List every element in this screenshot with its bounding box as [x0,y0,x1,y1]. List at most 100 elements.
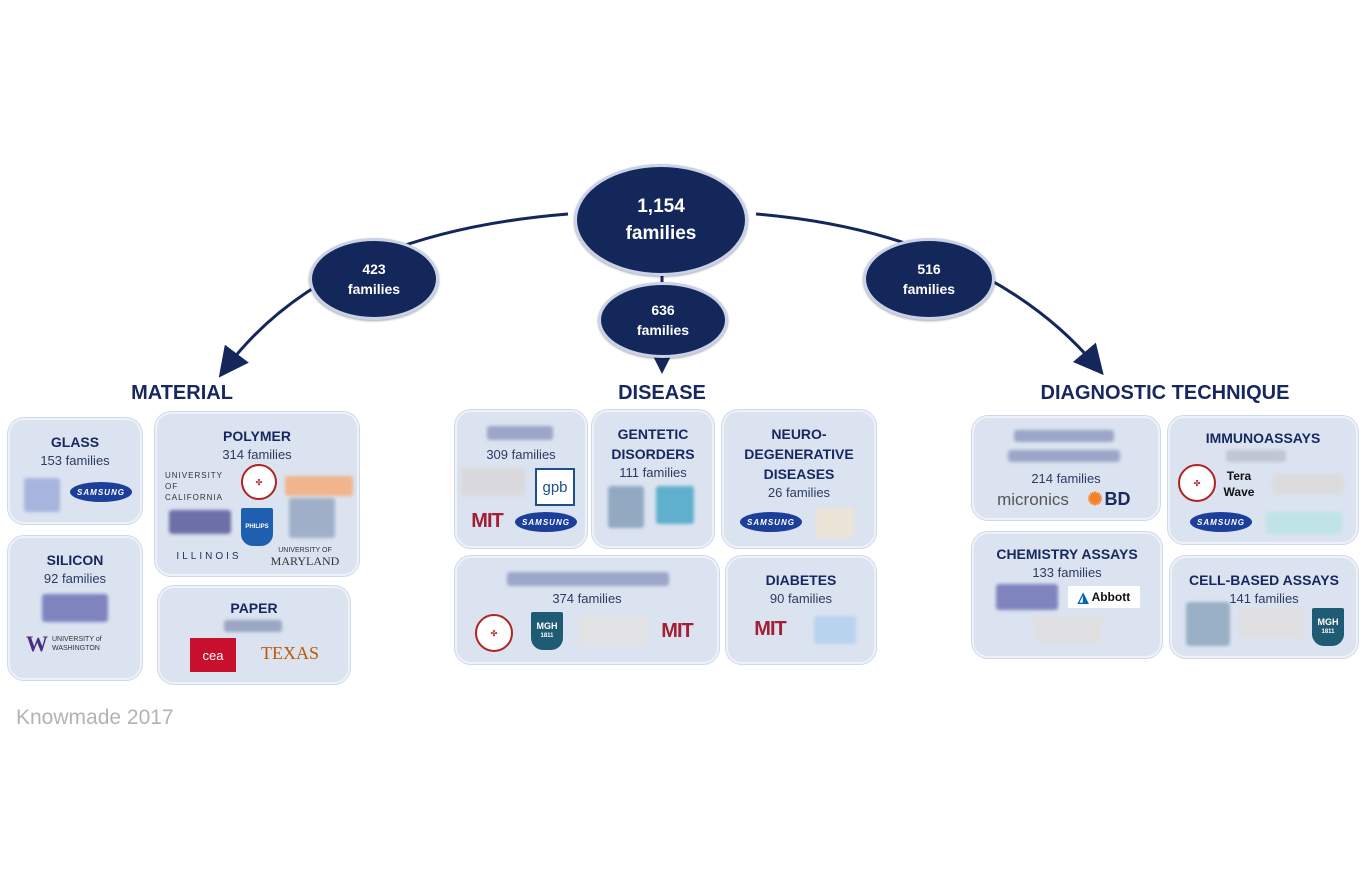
bd-logo: ✺ BD [1080,488,1138,510]
terawave-logo: Tera Wave [1218,468,1260,500]
chemistry-card: CHEMISTRY ASSAYS 133 families ◮ Abbott [972,532,1162,658]
polymer-count: 314 families [222,447,292,462]
cell-title: CELL-BASED ASSAYS [1189,572,1339,588]
samsung-logo: SAMSUNG [1190,512,1252,532]
diagnostic-unnamed-top-card: 214 families micronics ✺ BD [972,416,1160,520]
mgh-line2: 1811 [1321,629,1335,635]
polymer-card: POLYMER 314 families UNIVERSITY OF CALIF… [155,412,359,576]
blurred-logo [1266,512,1342,534]
mit-logo: MIT [471,509,503,532]
abbott-mark-icon: ◮ [1077,588,1089,605]
glass-title: GLASS [50,434,100,450]
disease-node: 636 families [598,282,728,358]
abbott-logo: ◮ Abbott [1068,586,1140,608]
uc-line1: UNIVERSITY [165,470,224,480]
blurred-title [1008,450,1120,462]
silicon-card: SILICON 92 families W UNIVERSITY of WASH… [8,536,142,680]
neuro-title-2: DEGENERATIVE [744,446,854,462]
bd-text: BD [1104,488,1131,509]
blurred-logo [461,468,525,496]
blurred-logo [1186,602,1230,646]
blurred-logo [1272,474,1344,494]
immuno-card: IMMUNOASSAYS ✣ Tera Wave SAMSUNG [1168,416,1358,544]
disease-unnamed-bottom-card: 374 families ✣ MGH 1811 MIT [455,556,719,664]
neuro-title-3: DISEASES [763,466,835,482]
glass-card: GLASS 153 families SAMSUNG [8,418,142,524]
uw-mark: W [26,631,48,656]
abbott-text: Abbott [1091,590,1131,604]
root-node: 1,154 families [574,164,748,276]
glass-count: 153 families [40,453,110,468]
blurred-text [224,620,282,632]
genetic-title-1: GENTETIC [617,426,689,442]
diabetes-count: 90 families [769,591,833,606]
blurred-logo [169,510,231,534]
blurred-logo [656,486,694,524]
university-seal-logo: ✣ [475,614,513,652]
diagnostic-node: 516 families [863,238,995,320]
blurred-logo [996,584,1058,610]
maryland-line1: UNIVERSITY OF [278,547,332,554]
blurred-title [1014,430,1114,442]
blurred-logo [289,498,335,538]
maryland-line2: MARYLAND [270,554,340,568]
blurred-title [487,426,553,440]
disease-unit: families [636,322,690,338]
university-seal-logo: ✣ [241,464,277,500]
terawave-line2: Wave [1223,485,1255,499]
root-count: 1,154 [637,196,685,217]
cell-count: 141 families [1229,591,1299,606]
blurred-logo [816,508,854,538]
mit-logo: MIT [661,619,693,642]
mgh-logo: MGH 1811 [531,612,563,650]
silicon-count: 92 families [43,571,107,586]
genetic-title-2: DISORDERS [611,446,695,462]
paper-title: PAPER [230,600,278,616]
uw-logo: W UNIVERSITY of WASHINGTON [26,631,130,656]
blurred-logo [24,478,60,512]
blurred-logo [608,486,644,528]
mgh-logo: MGH 1811 [1312,608,1344,646]
disease-top-count: 309 families [486,447,556,462]
chemistry-count: 133 families [1032,565,1102,580]
gpb-logo: gpb [535,468,575,506]
neuro-title-1: NEURO- [771,426,827,442]
disease-count: 636 [651,302,675,318]
genetic-count: 111 families [619,465,687,480]
maryland-logo: UNIVERSITY OF MARYLAND [257,544,353,568]
samsung-logo: SAMSUNG [70,482,132,502]
university-seal-logo: ✣ [1178,464,1216,502]
mgh-line1: MGH [536,621,558,631]
cell-card: CELL-BASED ASSAYS 141 families MGH 1811 [1170,556,1358,658]
bd-mark-icon: ✺ [1087,488,1103,509]
diagnostic-top-count: 214 families [1031,471,1101,486]
terawave-line1: Tera [1226,469,1252,483]
illinois-logo: ILLINOIS [176,550,242,562]
neuro-card: NEURO- DEGENERATIVE DISEASES 26 families… [722,410,876,548]
diagnostic-unit: families [902,281,956,297]
cea-logo: cea [190,638,236,672]
disease-unnamed-top-card: 309 families gpb MIT SAMSUNG [455,410,587,548]
material-heading: MATERIAL [131,382,233,404]
uw-line1: UNIVERSITY of [52,636,102,643]
philips-logo: PHILIPS [241,508,273,546]
uc-line3: CALIFORNIA [165,492,224,502]
blurred-logo [285,476,353,496]
blurred-logo [814,616,856,644]
disease-heading: DISEASE [618,382,706,404]
micronics-logo: micronics [997,490,1069,509]
uw-line2: WASHINGTON [52,645,100,652]
silicon-title: SILICON [46,552,104,568]
uc-line2: OF [165,481,179,491]
chemistry-title: CHEMISTRY ASSAYS [996,546,1138,562]
diabetes-card: DIABETES 90 families MIT [726,556,876,664]
texas-logo: TEXAS [261,642,319,663]
blurred-logo [42,594,108,622]
neuro-count: 26 families [767,485,831,500]
mit-logo: MIT [754,617,786,640]
mgh-line1: MGH [1317,617,1339,627]
diagnostic-heading: DIAGNOSTIC TECHNIQUE [1040,382,1290,404]
blurred-logo [1238,608,1304,638]
material-node: 423 families [309,238,439,320]
mgh-line2: 1811 [540,633,554,639]
